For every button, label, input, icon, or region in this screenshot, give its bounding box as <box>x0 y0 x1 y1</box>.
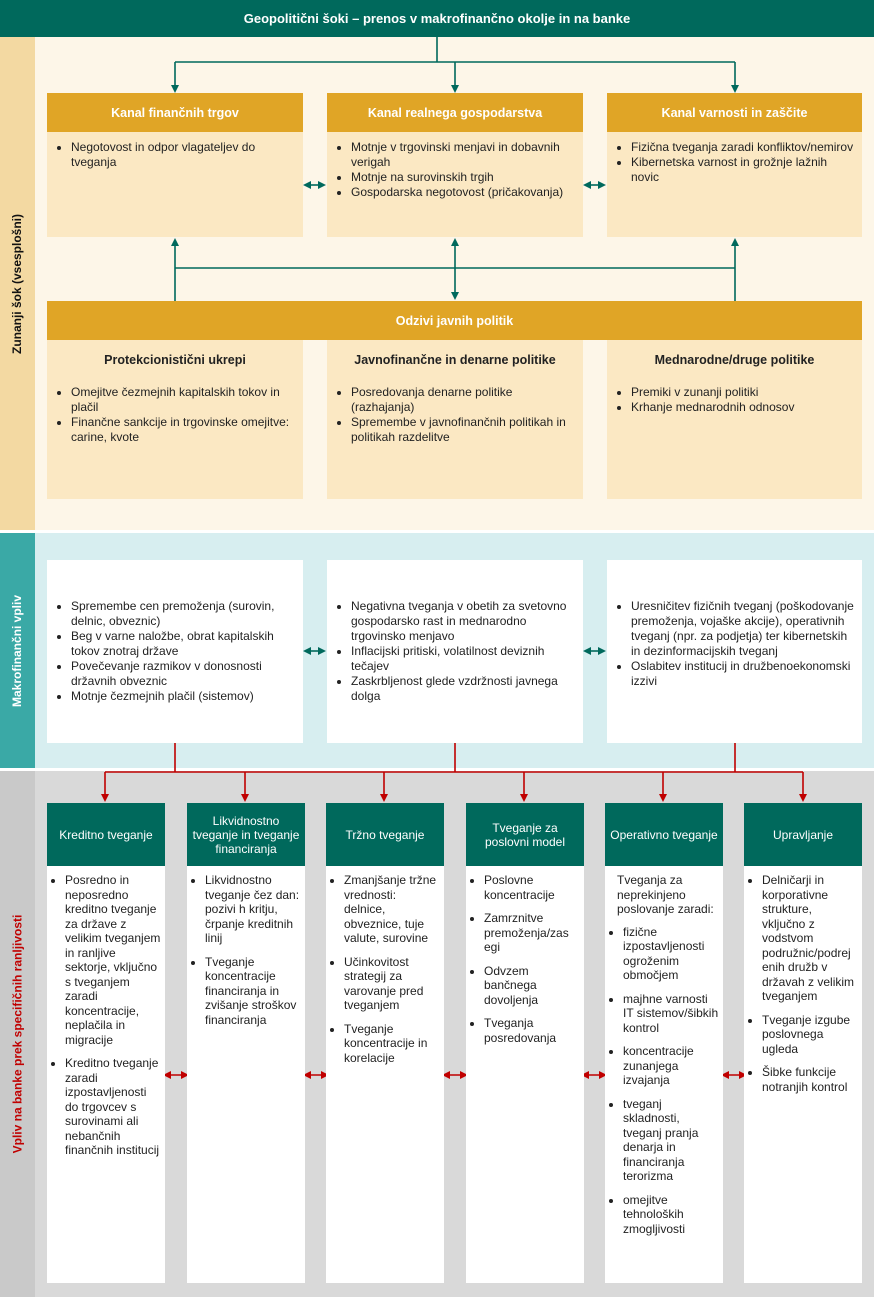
list-item: Motnje v trgovinski menjavi in dobavnih … <box>351 140 575 170</box>
macro-box-financial: Spremembe cen premoženja (surovin, delni… <box>47 560 303 743</box>
policy-box-international: Mednarodne/druge politike Premiki v zuna… <box>607 340 862 499</box>
list-item: Finančne sankcije in trgovinske omejitve… <box>71 415 295 445</box>
list-item: Krhanje mednarodnih odnosov <box>631 400 854 415</box>
channel-box-real-economy: Motnje v trgovinski menjavi in dobavnih … <box>327 132 583 237</box>
list-item: Motnje čezmejnih plačil (sistemov) <box>71 689 295 704</box>
macro-list-security: Uresničitev fizičnih tveganj (poškodovan… <box>607 599 862 689</box>
list-item: tveganj skladnosti, tveganj pranja denar… <box>623 1097 719 1184</box>
list-item: Uresničitev fizičnih tveganj (poškodovan… <box>631 599 854 659</box>
macro-list-financial: Spremembe cen premoženja (surovin, delni… <box>47 599 303 704</box>
policy-list-protectionist: Omejitve čezmejnih kapitalskih tokov in … <box>47 385 303 445</box>
list-item: Beg v varne naložbe, obrat kapitalskih t… <box>71 629 295 659</box>
list-item: Tveganja posredovanja <box>484 1016 580 1045</box>
list-item: omejitve tehnoloških zmogljivosti <box>623 1193 719 1237</box>
risk-list-market: Zmanjšanje tržne vrednosti: delnice, obv… <box>326 873 444 1065</box>
list-item: Tveganje izgube poslovnega ugleda <box>762 1013 858 1057</box>
list-item: Omejitve čezmejnih kapitalskih tokov in … <box>71 385 295 415</box>
bank-section-bg <box>35 771 874 1297</box>
channel-list-security: Fizična tveganja zaradi konfliktov/nemir… <box>607 140 862 185</box>
list-item: koncentracije zunanjega izvajanja <box>623 1044 719 1088</box>
policy-subtitle: Protekcionistični ukrepi <box>104 353 246 367</box>
risk-list-governance: Delničarji in korporativne strukture, vk… <box>744 873 862 1094</box>
policy-list-international: Premiki v zunanji politiki Krhanje medna… <box>607 385 862 415</box>
list-item: Povečevanje razmikov v donosnosti državn… <box>71 659 295 689</box>
list-item: Zaskrbljenost glede vzdržnosti javnega d… <box>351 674 575 704</box>
policy-box-fiscal-monetary: Javnofinančne in denarne politike Posred… <box>327 340 583 499</box>
policy-subtitle: Mednarodne/druge politike <box>654 353 815 367</box>
risk-list-operational: fizične izpostavljenosti ogroženim območ… <box>605 925 723 1237</box>
list-item: Oslabitev institucij in družbenoekonomsk… <box>631 659 854 689</box>
risk-header-liquidity: Likvidnostno tveganje in tveganje financ… <box>187 803 305 866</box>
risk-intro-operational: Tveganja za neprekinjeno poslovanje zara… <box>617 873 714 916</box>
policy-list-fiscal-monetary: Posredovanja denarne politike (razhajanj… <box>327 385 583 445</box>
risk-box-operational: Tveganja za neprekinjeno poslovanje zara… <box>605 866 723 1283</box>
risk-header-credit: Kreditno tveganje <box>47 803 165 866</box>
list-item: Zmanjšanje tržne vrednosti: delnice, obv… <box>344 873 440 946</box>
risk-header-market: Tržno tveganje <box>326 803 444 866</box>
list-item: Posredno in neposredno kreditno tveganje… <box>65 873 161 1047</box>
risk-header-operational: Operativno tveganje <box>605 803 723 866</box>
list-item: fizične izpostavljenosti ogroženim območ… <box>623 925 719 983</box>
list-item: Gospodarska negotovost (pričakovanja) <box>351 185 575 200</box>
risk-box-market: Zmanjšanje tržne vrednosti: delnice, obv… <box>326 866 444 1283</box>
list-item: Fizična tveganja zaradi konfliktov/nemir… <box>631 140 854 155</box>
risk-box-governance: Delničarji in korporativne strukture, vk… <box>744 866 862 1283</box>
list-item: Inflacijski pritiski, volatilnost devizn… <box>351 644 575 674</box>
list-item: majhne varnosti IT sistemov/šibkih kontr… <box>623 992 719 1036</box>
risk-box-liquidity: Likvidnostno tveganje čez dan: pozivi h … <box>187 866 305 1283</box>
list-item: Delničarji in korporativne strukture, vk… <box>762 873 858 1004</box>
channel-list-real-economy: Motnje v trgovinski menjavi in dobavnih … <box>327 140 583 200</box>
list-item: Kreditno tveganje zaradi izpostavljenost… <box>65 1056 161 1158</box>
external-side-label: Zunanji šok (vsesplošni) <box>0 37 35 530</box>
risk-list-business-model: Poslovne koncentracije Zamrznitve premož… <box>466 873 584 1045</box>
list-item: Poslovne koncentracije <box>484 873 580 902</box>
list-item: Negativna tveganja v obetih za svetovno … <box>351 599 575 644</box>
policy-box-protectionist: Protekcionistični ukrepi Omejitve čezmej… <box>47 340 303 499</box>
channel-list-financial: Negotovost in odpor vlagateljev do tvega… <box>47 140 303 170</box>
list-item: Učinkovitost strategij za varovanje pred… <box>344 955 440 1013</box>
risk-header-business-model: Tveganje za poslovni model <box>466 803 584 866</box>
channel-header-security: Kanal varnosti in zaščite <box>607 93 862 132</box>
list-item: Šibke funkcije notranjih kontrol <box>762 1065 858 1094</box>
page-title: Geopolitični šoki – prenos v makrofinanč… <box>0 0 874 37</box>
macro-side-label: Makrofinančni vpliv <box>0 533 35 768</box>
list-item: Kibernetska varnost in grožnje lažnih no… <box>631 155 854 185</box>
list-item: Spremembe cen premoženja (surovin, delni… <box>71 599 295 629</box>
risk-box-business-model: Poslovne koncentracije Zamrznitve premož… <box>466 866 584 1283</box>
risk-box-credit: Posredno in neposredno kreditno tveganje… <box>47 866 165 1283</box>
channel-header-financial: Kanal finančnih trgov <box>47 93 303 132</box>
list-item: Tveganje koncentracije financiranja in z… <box>205 955 301 1028</box>
list-item: Negotovost in odpor vlagateljev do tvega… <box>71 140 295 170</box>
risk-header-governance: Upravljanje <box>744 803 862 866</box>
policy-subtitle: Javnofinančne in denarne politike <box>354 353 556 367</box>
list-item: Odvzem bančnega dovoljenja <box>484 964 580 1008</box>
policy-header: Odzivi javnih politik <box>47 301 862 340</box>
risk-list-credit: Posredno in neposredno kreditno tveganje… <box>47 873 165 1158</box>
channel-header-real-economy: Kanal realnega gospodarstva <box>327 93 583 132</box>
list-item: Posredovanja denarne politike (razhajanj… <box>351 385 575 415</box>
list-item: Spremembe v javnofinančnih politikah in … <box>351 415 575 445</box>
list-item: Premiki v zunanji politiki <box>631 385 854 400</box>
list-item: Tveganje koncentracije in korelacije <box>344 1022 440 1066</box>
macro-list-real-economy: Negativna tveganja v obetih za svetovno … <box>327 599 583 704</box>
channel-box-financial: Negotovost in odpor vlagateljev do tvega… <box>47 132 303 237</box>
channel-box-security: Fizična tveganja zaradi konfliktov/nemir… <box>607 132 862 237</box>
list-item: Motnje na surovinskih trgih <box>351 170 575 185</box>
bank-side-label: Vpliv na banke prek specifičnih ranljivo… <box>0 771 35 1297</box>
list-item: Likvidnostno tveganje čez dan: pozivi h … <box>205 873 301 946</box>
list-item: Zamrznitve premoženja/zas egi <box>484 911 580 955</box>
macro-box-security: Uresničitev fizičnih tveganj (poškodovan… <box>607 560 862 743</box>
risk-list-liquidity: Likvidnostno tveganje čez dan: pozivi h … <box>187 873 305 1027</box>
macro-box-real-economy: Negativna tveganja v obetih za svetovno … <box>327 560 583 743</box>
